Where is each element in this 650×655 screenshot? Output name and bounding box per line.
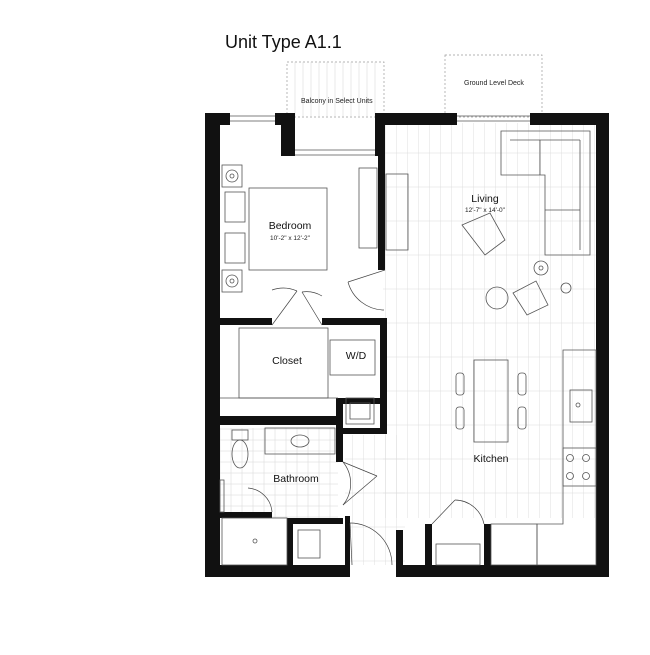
deck-note: Ground Level Deck — [464, 80, 524, 87]
closet-shelves — [220, 327, 376, 425]
living-floor — [383, 123, 596, 518]
bedroom-label: Bedroom — [268, 220, 312, 232]
bedroom-dresser — [358, 167, 378, 249]
balcony-outline — [286, 61, 385, 118]
page-title: Unit Type A1.1 — [225, 32, 342, 52]
closet-label: Closet — [272, 355, 302, 367]
doors — [247, 269, 485, 566]
living-dimensions: 12'-7" x 14'-0" — [465, 207, 505, 214]
dining-table — [455, 359, 527, 443]
bathroom-floor — [220, 428, 338, 518]
sectional-sofa — [500, 130, 591, 256]
bed — [224, 187, 328, 271]
kitchen-counter — [435, 349, 597, 566]
bathroom-label: Bathroom — [273, 473, 319, 485]
lounge-chair — [461, 212, 572, 316]
kitchen-entry-floor — [345, 435, 405, 565]
balcony-note: Balcony in Select Units — [301, 98, 373, 105]
exterior-walls — [205, 113, 609, 577]
deck-outline — [444, 54, 543, 118]
interior-walls — [220, 150, 491, 565]
bedroom-dimensions: 10'-2" x 12'-2" — [270, 235, 310, 242]
tv-console — [385, 173, 409, 251]
bathroom-fixtures — [219, 427, 336, 566]
kitchen-label: Kitchen — [473, 453, 509, 465]
balcony-grating — [294, 62, 376, 117]
wd-label: W/D — [345, 350, 367, 362]
living-label: Living — [471, 193, 499, 205]
windows — [230, 115, 530, 156]
nightstands — [221, 164, 243, 293]
